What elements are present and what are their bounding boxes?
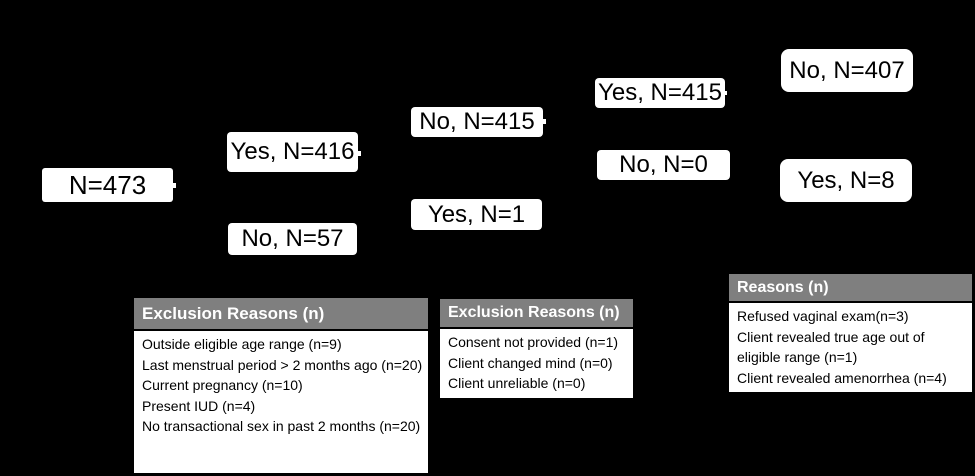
- table-row: Current pregnancy (n=10): [142, 377, 303, 393]
- table-row: No transactional sex in past 2 months (n…: [142, 418, 421, 434]
- connector-artifact-mark: [723, 91, 727, 95]
- table-row: Client revealed true age out of eligible…: [737, 328, 925, 366]
- table-body: Refused vaginal exam(n=3) Client reveale…: [729, 303, 972, 392]
- table-row: Last menstrual period > 2 months ago (n=…: [142, 356, 423, 373]
- flow-node-no-n0: No, N=0: [597, 150, 730, 180]
- flow-node-no-n415: No, N=415: [411, 107, 543, 137]
- flow-node-yes-n8: Yes, N=8: [780, 159, 912, 202]
- flow-node-no-n407: No, N=407: [781, 49, 913, 92]
- table-row: Outside eligible age range (n=9): [142, 336, 342, 352]
- connector-artifact-mark: [542, 119, 546, 124]
- table-body: Consent not provided (n=1) Client change…: [440, 329, 633, 398]
- table-row: Client changed mind (n=0): [448, 354, 613, 371]
- flow-node-no-n57: No, N=57: [228, 223, 357, 255]
- flow-node-yes-n415: Yes, N=415: [595, 78, 725, 108]
- table-row: Consent not provided (n=1): [448, 334, 619, 350]
- table-row: Client revealed amenorrhea (n=4): [737, 369, 947, 386]
- flow-node-total-n473: N=473: [42, 168, 173, 202]
- connector-artifact-mark: [172, 183, 176, 188]
- exclusion-table-screening: Exclusion Reasons (n) Outside eligible a…: [134, 298, 428, 473]
- exclusion-table-consent: Exclusion Reasons (n) Consent not provid…: [440, 299, 633, 398]
- table-row: Present IUD (n=4): [142, 397, 256, 414]
- table-header: Exclusion Reasons (n): [134, 298, 428, 331]
- flow-node-yes-n416: Yes, N=416: [227, 132, 358, 172]
- reasons-table-exam: Reasons (n) Refused vaginal exam(n=3) Cl…: [729, 274, 972, 392]
- table-body: Outside eligible age range (n=9) Last me…: [134, 331, 428, 473]
- connector-artifact-mark: [358, 151, 361, 156]
- table-row: Client unreliable (n=0): [448, 375, 586, 391]
- table-row: Refused vaginal exam(n=3): [737, 308, 909, 324]
- table-header: Exclusion Reasons (n): [440, 299, 633, 329]
- table-header: Reasons (n): [729, 274, 972, 303]
- flow-node-yes-n1: Yes, N=1: [411, 199, 542, 230]
